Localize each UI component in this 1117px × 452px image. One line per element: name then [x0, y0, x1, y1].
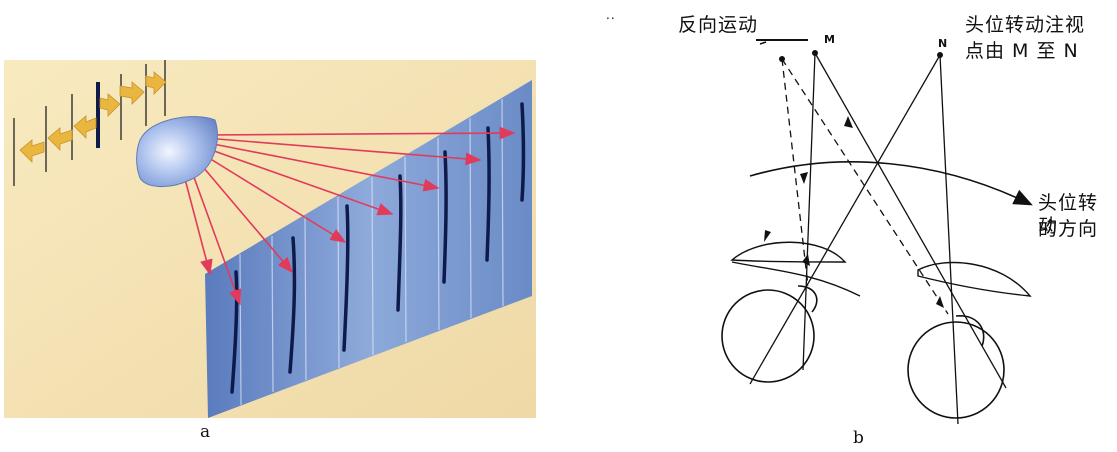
caption-a: a	[200, 422, 211, 442]
left-cornea	[797, 285, 818, 313]
panel-a-illustration: a	[4, 60, 536, 442]
red-rays	[179, 126, 516, 306]
motion-arrows-right	[99, 71, 167, 117]
object-lines	[13, 60, 166, 186]
left-lens	[730, 241, 847, 263]
panel-b-diagram: b .. 反向运动 M N 头位转动注视 点由 M 至 N 头位转动 的方向	[560, 0, 1117, 452]
projected-lines	[230, 102, 526, 394]
blue-screen	[205, 80, 532, 418]
stray-mark: ..	[606, 8, 616, 22]
lens-icon	[136, 116, 218, 187]
right-cornea	[955, 315, 985, 347]
eye-head-rotation-diagram	[721, 39, 1033, 425]
dashed-lines	[781, 58, 949, 315]
head-dir-line1: 头位转动	[1038, 192, 1099, 237]
label-n: N	[938, 37, 949, 50]
caption-b: b	[853, 428, 864, 448]
sight-lines	[749, 52, 1007, 425]
prism-projection-illustration	[4, 60, 536, 418]
label-m: M	[824, 33, 836, 46]
right-lens	[917, 261, 1032, 297]
line-arrowheads	[764, 116, 944, 308]
gaze-label-line2: 点由 M 至 N	[965, 40, 1079, 62]
gaze-label-line1: 头位转动注视	[965, 14, 1086, 36]
head-dir-line2: 的方向	[1038, 218, 1099, 240]
head-rotation-arc	[749, 161, 1033, 206]
screen-stripes	[239, 98, 504, 406]
motion-arrows-left	[19, 115, 97, 163]
reverse-motion-label: 反向运动	[678, 14, 759, 36]
left-eyeball	[721, 289, 815, 383]
